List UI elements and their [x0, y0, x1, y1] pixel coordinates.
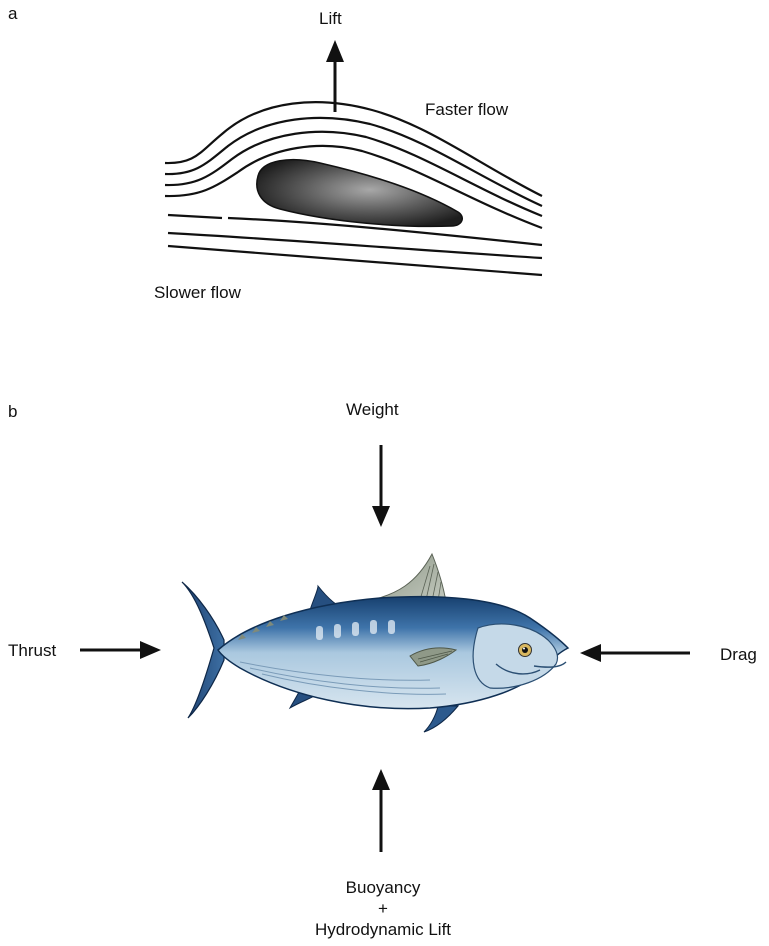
thrust-arrow	[80, 641, 161, 659]
buoyancy-arrow	[372, 769, 390, 852]
tuna-fish	[182, 554, 568, 732]
pelvic-fin	[424, 706, 458, 732]
drag-arrow	[580, 644, 690, 662]
weight-arrow	[372, 445, 390, 527]
lift-arrow	[326, 40, 344, 112]
lower-streamlines	[168, 215, 542, 275]
dorsal-fin-rear	[372, 554, 446, 602]
airfoil	[257, 160, 462, 227]
fish-eye	[519, 644, 532, 657]
